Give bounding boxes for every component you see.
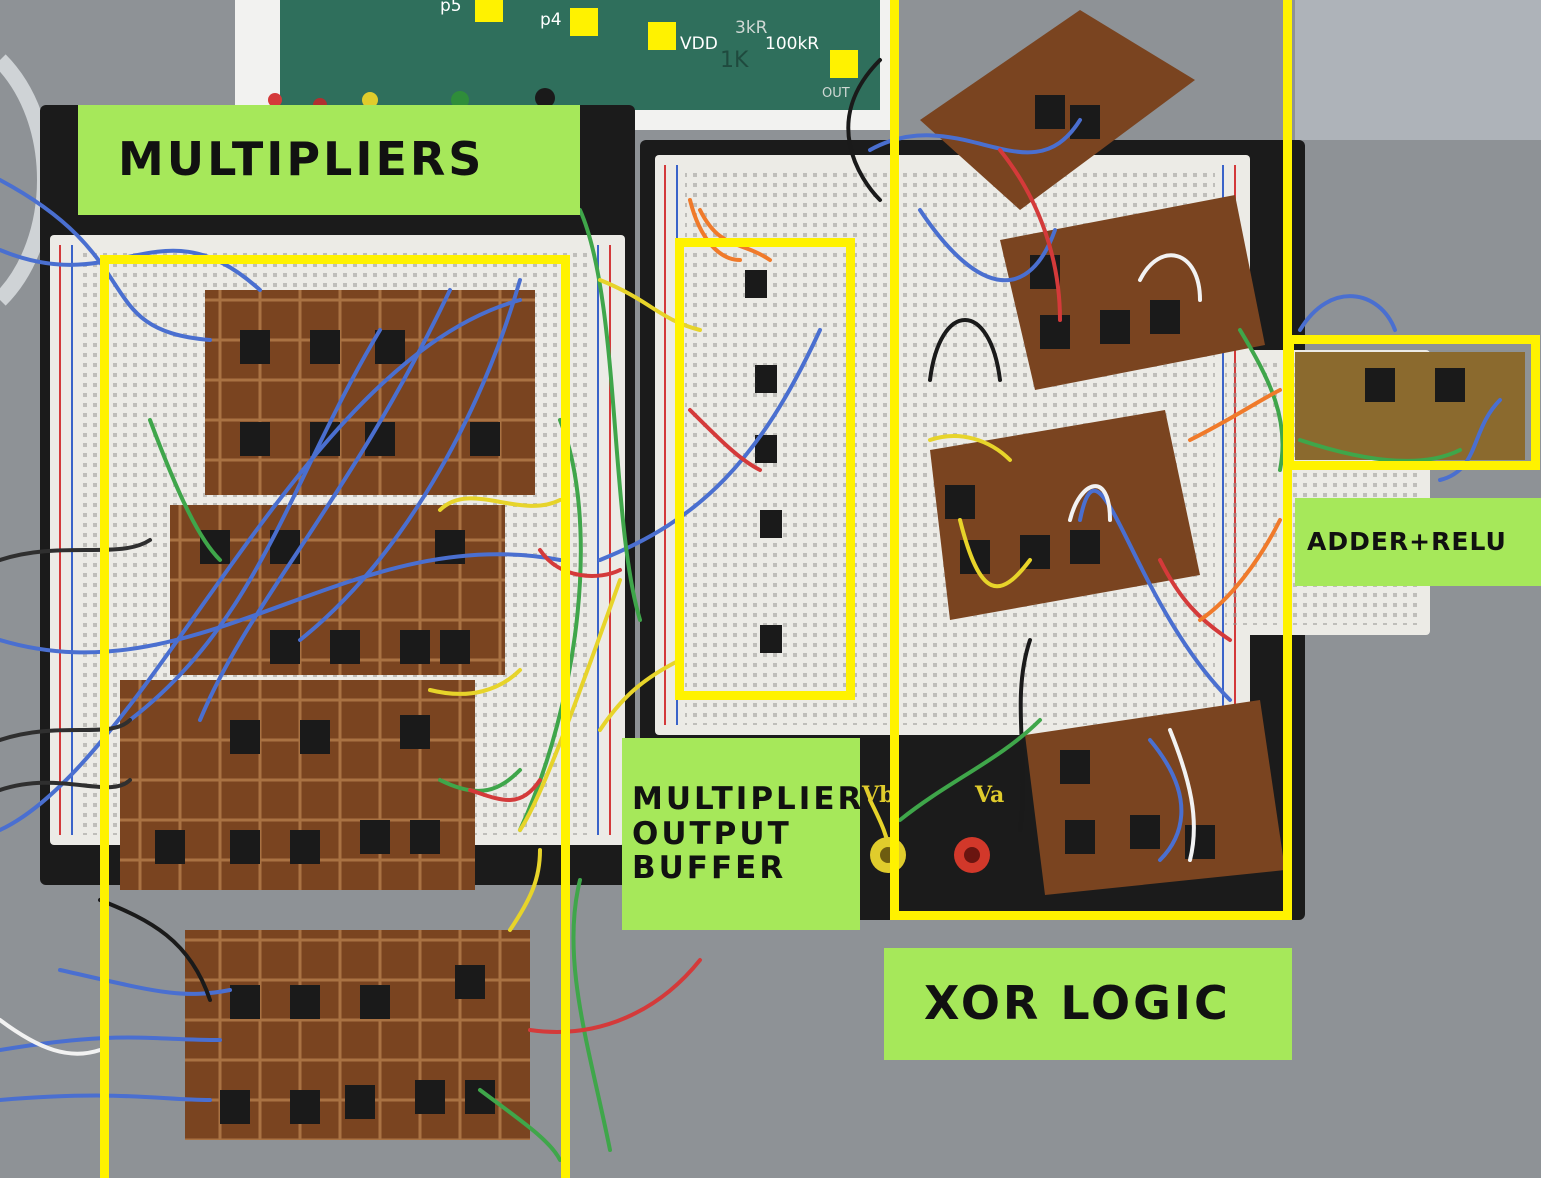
pad-label-out: OUT	[822, 86, 850, 101]
multipliers-label: MULTIPLIERS	[78, 105, 580, 215]
pad-label-p4: p4	[540, 10, 562, 30]
pad-label-3kr: 3kR	[735, 18, 768, 38]
multiplier-output-buffer-label: MULTIPLIER OUTPUT BUFFER	[622, 738, 861, 930]
pad-label-vdd: VDD	[680, 34, 718, 54]
multiplier-output-buffer-line-2: OUTPUT	[632, 815, 792, 852]
adder-relu-label-text: ADDER+RELU	[1307, 527, 1507, 556]
xor-pcbs	[920, 10, 1285, 895]
terminal-label-vb: Vb	[862, 782, 895, 808]
multiplier-output-buffer-line-1: MULTIPLIER	[632, 780, 865, 817]
multiplier-output-buffer-highlight-box	[675, 238, 855, 700]
adder-relu-highlight-box	[1285, 335, 1540, 470]
terminal-label-va: Va	[975, 782, 1005, 808]
xor-logic-label-text: XOR LOGIC	[924, 976, 1231, 1031]
xor-logic-label: XOR LOGIC	[884, 948, 1292, 1060]
xor-logic-highlight-box	[890, 0, 1292, 920]
pad-label-100kr: 100kR	[765, 34, 820, 54]
multipliers-highlight-box	[100, 255, 570, 1178]
multipliers-label-text: MULTIPLIERS	[118, 132, 485, 187]
multiplier-output-buffer-line-3: BUFFER	[632, 850, 787, 887]
adder-relu-label: ADDER+RELU	[1295, 498, 1541, 586]
schematic-paper	[235, 0, 895, 130]
pad-label-1k: 1K	[720, 48, 749, 73]
pad-label-p5: p5	[440, 0, 462, 16]
